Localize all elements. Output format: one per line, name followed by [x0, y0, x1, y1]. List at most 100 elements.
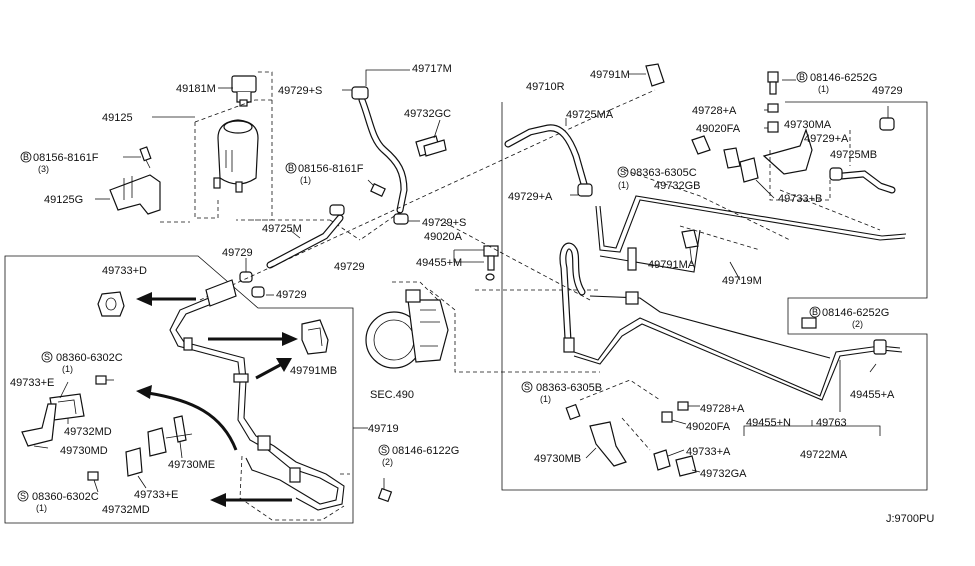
- label-49732GB: 49732GB: [654, 180, 700, 192]
- clamp-49729-A-right: [829, 167, 843, 181]
- clip-49791M: [645, 63, 665, 87]
- clamp-49732GC: [415, 135, 447, 157]
- label-08146-6252G-mid: 08146-6252G: [822, 307, 889, 319]
- screw-symbol-a: [41, 351, 53, 363]
- clamp-49733-B: [739, 157, 759, 183]
- label-08146-6122G: 08146-6122G: [392, 445, 459, 457]
- screw-marker-d: S: [620, 167, 626, 177]
- main-dash-diagonal: [199, 89, 656, 301]
- bolt-08360-6302C-a: [95, 375, 114, 385]
- qty-08363-6305B: (1): [540, 394, 551, 404]
- clamp-49729-a: [329, 204, 345, 216]
- label-08156-8161F-b: 08156-8161F: [298, 163, 364, 175]
- reservoir-bracket: [109, 174, 161, 215]
- label-49455-M: 49455+M: [416, 257, 462, 269]
- screw-marker-b: S: [20, 491, 26, 501]
- bracket-49722MA: [743, 420, 881, 436]
- label-49791MB: 49791MB: [290, 365, 337, 377]
- leader-49733B: [755, 179, 775, 199]
- leader-49020FA-bot: [671, 419, 687, 425]
- label-49732MD-b: 49732MD: [102, 504, 150, 516]
- qty-08146-6252G-mid: (2): [852, 319, 863, 329]
- qty-08146-6122G: (2): [382, 457, 393, 467]
- qty-08156-8161F-a: (3): [38, 164, 49, 174]
- label-49725MB: 49725MB: [830, 149, 877, 161]
- hose-49725MB: [838, 170, 896, 194]
- leader-49725M: [289, 229, 301, 239]
- leader-49717M: [365, 69, 410, 86]
- arrow-to-49791MB-2: [255, 358, 292, 380]
- leader-49791MA: [689, 247, 693, 265]
- label-49733-B: 49733+B: [778, 193, 822, 205]
- suction-hose-dash: [329, 211, 401, 241]
- reservoir-dashed-outline: [160, 71, 330, 223]
- washer-49020FA-bot: [661, 411, 673, 423]
- bolt-marker-a: B: [23, 152, 29, 162]
- bracket-49730ME: [165, 415, 193, 443]
- label-08363-6305C: 08363-6305C: [630, 167, 697, 179]
- clamp-49732GB: [723, 147, 741, 169]
- label-49020A: 49020A: [424, 231, 463, 243]
- clamp-49732GA: [675, 455, 697, 477]
- leader-08360-b: [93, 479, 99, 493]
- screw-symbol-b: [17, 490, 29, 502]
- label-49729-S-top: 49729+S: [278, 85, 322, 97]
- bottom-right-dash: [579, 379, 661, 451]
- label-08363-6305B: 08363-6305B: [536, 382, 602, 394]
- washer-49020FA-top: [767, 121, 779, 133]
- leader-49719M: [729, 261, 741, 281]
- label-49710R: 49710R: [526, 81, 565, 93]
- bolt-08156-8161F-b: [367, 179, 386, 197]
- bolt-symbol-d: [809, 306, 821, 318]
- arrow-to-49733-E: [136, 385, 238, 451]
- label-49725MA: 49725MA: [566, 109, 614, 121]
- label-49719: 49719: [368, 423, 399, 435]
- pipe-49719-dash: [239, 455, 350, 521]
- leader-49733E-b: [137, 475, 147, 489]
- grommet-49733-D: [97, 291, 125, 317]
- label-08156-8161F-a: 08156-8161F: [33, 152, 99, 164]
- qty-08156-8161F-b: (1): [300, 175, 311, 185]
- bolt-49728-A-bot: [677, 401, 689, 411]
- bolt-08146-6252G-mid: [801, 317, 817, 329]
- right-detail-frame: [501, 101, 928, 491]
- screw-marker-e: S: [524, 382, 530, 392]
- label-49455-N: 49455+N: [746, 417, 791, 429]
- left-detail-frame: [4, 255, 354, 524]
- bolt-08360-6302C-b: [87, 471, 99, 481]
- screw-symbol-e: [521, 381, 533, 393]
- label-49729-S-mid: 49729+S: [422, 217, 466, 229]
- screw-marker-c: S: [381, 445, 387, 455]
- leader-49732GC: [433, 119, 441, 139]
- clip-49791MA: [681, 229, 699, 249]
- fitting-pipe-top: [625, 247, 639, 305]
- arrow-to-49733-D: [136, 292, 196, 306]
- label-49733-D: 49733+D: [102, 265, 147, 277]
- screw-symbol-c: [378, 444, 390, 456]
- clamp-49729-b: [239, 271, 253, 283]
- clamp-49729-S-mid: [393, 213, 409, 225]
- right-top-dash: [769, 130, 851, 201]
- reservoir-assembly: [213, 119, 259, 193]
- label-49725M: 49725M: [262, 223, 302, 235]
- label-49729-a: 49729: [334, 261, 365, 273]
- bolt-marker-b: B: [288, 163, 294, 173]
- label-08360-6302C-b: 08360-6302C: [32, 491, 99, 503]
- label-49722MA: 49722MA: [800, 449, 848, 461]
- leader-49733E-a: [59, 381, 69, 399]
- bolt-08363-6305C: [691, 135, 711, 155]
- clamp-49729-S-top: [351, 86, 369, 100]
- hose-49725M: [266, 214, 344, 269]
- label-08146-6252G-top: 08146-6252G: [810, 72, 877, 84]
- clamp-49729-c: [251, 286, 265, 298]
- bracket-49730MD: [21, 403, 57, 447]
- label-49732GC: 49732GC: [404, 108, 451, 120]
- clamp-49733-A: [653, 449, 671, 471]
- qty-08363-6305C: (1): [618, 180, 629, 190]
- clamp-49729-tr: [879, 117, 895, 131]
- clamp-49732MD-a: [49, 393, 85, 421]
- label-49455-A: 49455+A: [850, 389, 895, 401]
- label-49730ME: 49730ME: [168, 459, 215, 471]
- label-49729-tr: 49729: [872, 85, 903, 97]
